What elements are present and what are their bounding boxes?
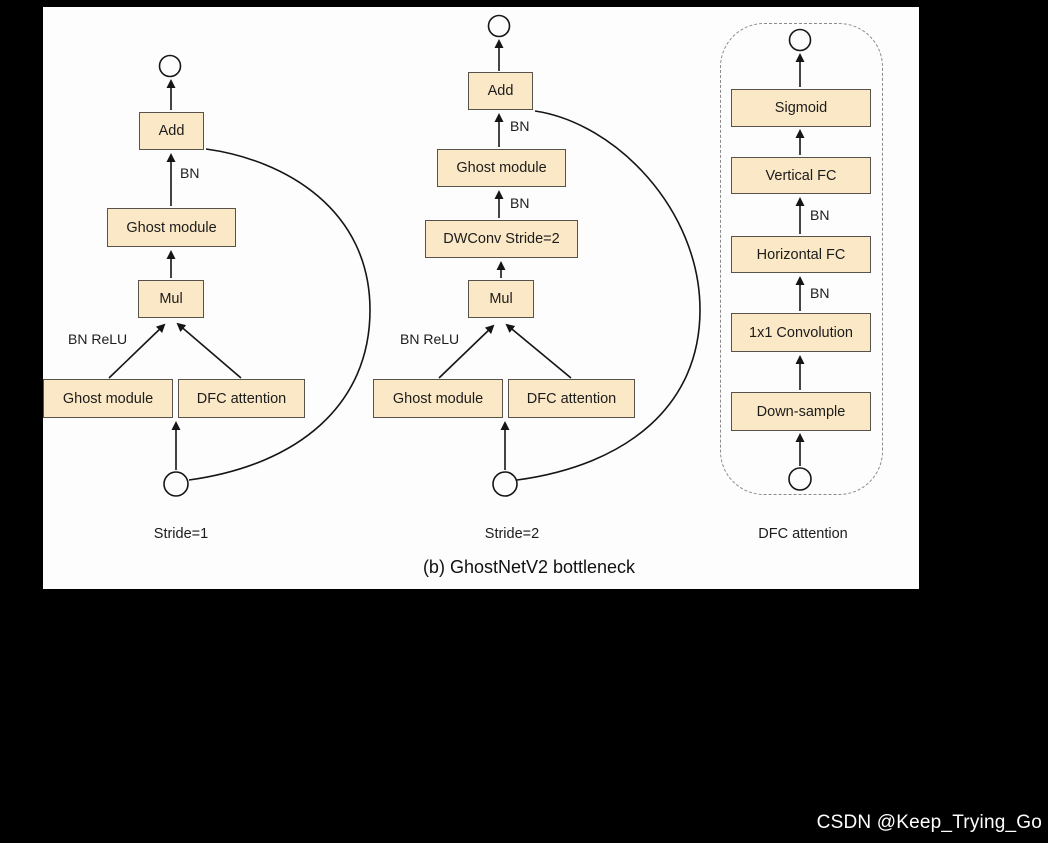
- node-dfc-attention-stride2: DFC attention: [508, 379, 635, 418]
- column-caption-dfc-attention: DFC attention: [758, 526, 848, 542]
- node-1x1-convolution-dfc: 1x1 Convolution: [731, 313, 871, 352]
- node-down-sample-dfc: Down-sample: [731, 392, 871, 431]
- edge-label-bn-stride1: BN: [180, 165, 200, 181]
- edge-label-bn-top-dfc: BN: [810, 207, 830, 223]
- arrow-dfc-to-mul-s1: [176, 322, 242, 379]
- output-node-circle-s2: [487, 14, 511, 38]
- node-dfc-attention-stride1: DFC attention: [178, 379, 305, 418]
- node-ghost-module-top-stride1: Ghost module: [107, 208, 236, 247]
- node-mul-stride1: Mul: [138, 280, 204, 318]
- node-ghost-module-bottom-stride2: Ghost module: [373, 379, 503, 418]
- column-caption-stride1: Stride=1: [153, 526, 209, 542]
- edge-label-bn-relu-stride2: BN ReLU: [400, 331, 460, 347]
- dfc-attention-panel: [720, 23, 883, 495]
- node-add-stride1: Add: [139, 112, 204, 150]
- output-node-circle-s1: [158, 54, 182, 78]
- edge-label-bn-relu-stride1: BN ReLU: [68, 331, 128, 347]
- column-caption-stride2: Stride=2: [484, 526, 540, 542]
- diagram-canvas: Add Ghost module Mul Ghost module DFC at…: [43, 7, 919, 589]
- node-vertical-fc-dfc: Vertical FC: [731, 157, 871, 194]
- node-horizontal-fc-dfc: Horizontal FC: [731, 236, 871, 273]
- edge-label-bn-top-stride2: BN: [510, 118, 530, 134]
- node-add-stride2: Add: [468, 72, 533, 110]
- arrow-dfc-to-mul-s2: [505, 323, 572, 379]
- skip-connection-curve-s1: [188, 148, 371, 481]
- node-ghost-module-bottom-stride1: Ghost module: [43, 379, 173, 418]
- node-ghost-module-top-stride2: Ghost module: [437, 149, 566, 187]
- figure-caption: (b) GhostNetV2 bottleneck: [422, 557, 636, 577]
- input-node-circle-s1: [163, 471, 189, 497]
- input-node-circle-s2: [492, 471, 518, 497]
- edge-label-bn-bottom-dfc: BN: [810, 285, 830, 301]
- node-sigmoid-dfc: Sigmoid: [731, 89, 871, 127]
- watermark: CSDN @Keep_Trying_Go: [816, 812, 1042, 833]
- node-dwconv-stride2: DWConv Stride=2: [425, 220, 578, 258]
- edge-label-bn-mid-stride2: BN: [510, 195, 530, 211]
- node-mul-stride2: Mul: [468, 280, 534, 318]
